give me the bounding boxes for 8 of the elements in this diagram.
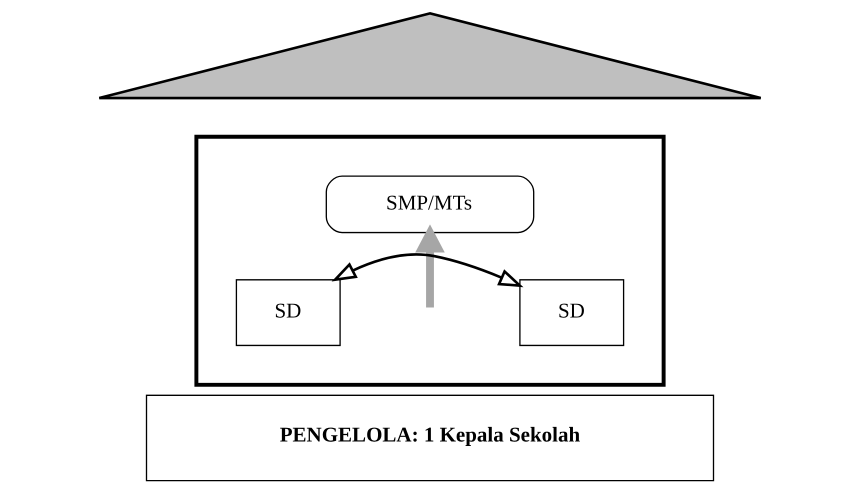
node-box: SMP/MTs [326, 175, 534, 234]
node-box: SD [519, 279, 624, 346]
node-box: PENGELOLA: 1 Kepala Sekolah [146, 394, 714, 482]
arrow [332, 253, 524, 288]
node-box: SD [236, 279, 341, 346]
arrow [415, 224, 445, 308]
cluster [194, 134, 666, 387]
node-triangle [98, 12, 762, 100]
